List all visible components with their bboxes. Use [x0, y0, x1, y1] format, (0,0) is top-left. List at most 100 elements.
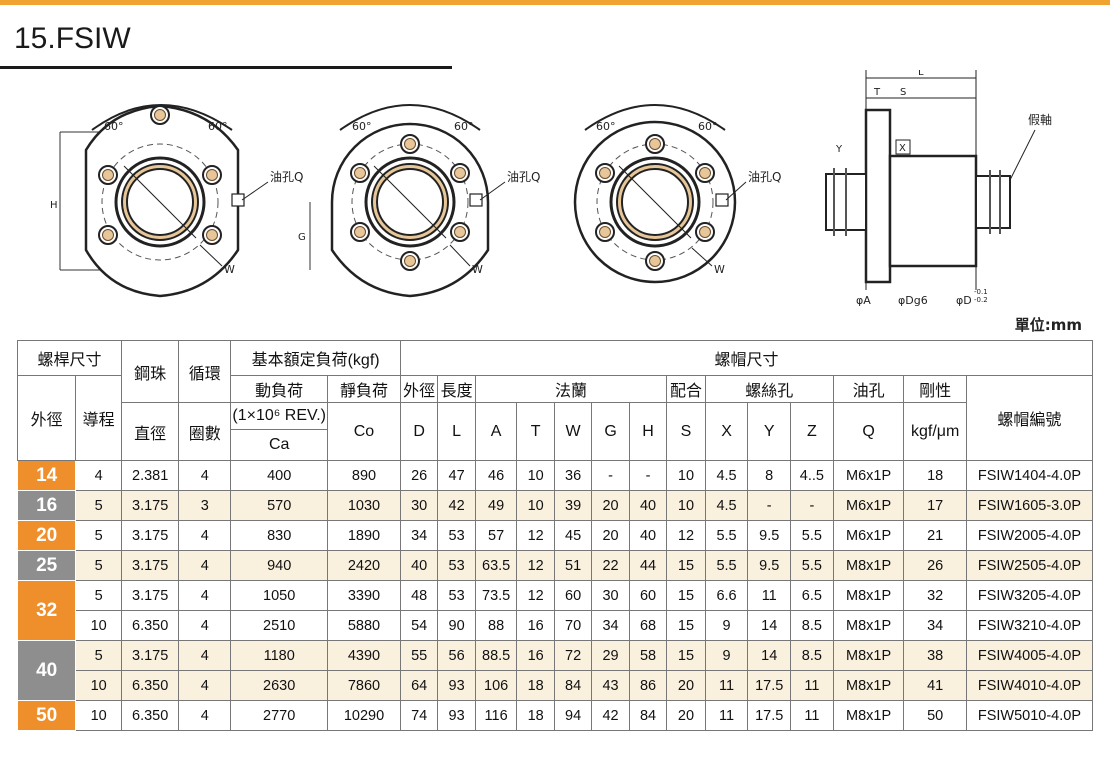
cell-Y: 9.5: [747, 520, 792, 551]
svg-text:G: G: [298, 232, 306, 243]
header-ball-diameter: 鋼珠: [121, 340, 180, 403]
cell-X: 5.5: [704, 550, 749, 581]
cell-D: 64: [399, 670, 439, 701]
cell-T: 12: [516, 520, 555, 551]
cell-co: 2420: [327, 550, 401, 581]
cell-ball: 3.175: [121, 520, 180, 551]
cell-rigidity: 34: [903, 610, 967, 641]
cell-W: 94: [553, 700, 593, 731]
size-cell: 25: [16, 550, 77, 581]
cell-W: 45: [553, 520, 593, 551]
table-row: 40 5 3.175 4 1180 4390 55 56 88.5 16 72 …: [16, 640, 1094, 701]
svg-text:φA: φA: [856, 294, 871, 307]
col-S: S: [666, 402, 706, 461]
cell-G: 20: [591, 520, 630, 551]
header-model: 螺帽編號: [965, 375, 1094, 461]
cell-lead: 5: [75, 580, 123, 611]
cell-L: 53: [437, 580, 476, 611]
svg-text:60°: 60°: [454, 120, 474, 133]
svg-text:假軸: 假軸: [1028, 113, 1052, 127]
cell-circ: 4: [178, 520, 232, 551]
cell-A: 116: [474, 700, 518, 731]
col-D: D: [399, 402, 439, 461]
cell-G: 43: [591, 670, 630, 701]
svg-text:-0.2: -0.2: [974, 296, 988, 304]
cell-circ: 3: [178, 490, 232, 521]
cell-circ: 4: [178, 670, 232, 701]
header-dynamic-load: 動負荷: [230, 375, 329, 403]
cell-Q: M8x1P: [832, 550, 905, 581]
cell-H: 58: [628, 640, 668, 671]
cell-Z: 8.5: [790, 640, 834, 671]
cell-ca: 570: [230, 490, 329, 521]
cell-Y: 14: [747, 610, 792, 641]
cell-A: 49: [474, 490, 518, 521]
header-screw-size: 螺桿尺寸: [16, 340, 123, 376]
cell-H: 86: [628, 670, 668, 701]
cell-Q: M8x1P: [832, 670, 905, 701]
cell-G: 29: [591, 640, 630, 671]
cell-W: 70: [553, 610, 593, 641]
cell-X: 9: [704, 610, 749, 641]
cell-model: FSIW1605-3.0P: [965, 490, 1094, 521]
header-lead: 導程: [75, 375, 123, 461]
cell-co: 1030: [327, 490, 401, 521]
cell-lead: 5: [75, 640, 123, 671]
svg-text:60°: 60°: [596, 120, 616, 133]
col-L: L: [437, 402, 476, 461]
cell-T: 16: [516, 640, 555, 671]
cell-ca: 2630: [230, 670, 329, 701]
cell-X: 11: [704, 670, 749, 701]
cell-co: 890: [327, 460, 401, 491]
cell-ca: 1180: [230, 640, 329, 671]
svg-text:S: S: [900, 87, 906, 98]
size-cell: 20: [16, 520, 77, 551]
cell-Z: 6.5: [790, 580, 834, 611]
header-static-load: 靜負荷: [327, 375, 401, 403]
cell-Q: M8x1P: [832, 700, 905, 731]
cell-D: 40: [399, 550, 439, 581]
table-row: 50 10 6.350 4 2770 10290 74 93 116 18 94…: [16, 700, 1094, 731]
size-cell: 32: [16, 580, 77, 641]
cell-T: 10: [516, 490, 555, 521]
col-Y: Y: [747, 402, 792, 461]
cell-model: FSIW5010-4.0P: [965, 700, 1094, 731]
cell-H: 40: [628, 490, 668, 521]
cell-ball: 3.175: [121, 490, 180, 521]
cell-Z: 4..5: [790, 460, 834, 491]
cell-circ: 4: [178, 580, 232, 611]
cell-H: 60: [628, 580, 668, 611]
svg-text:油孔Q: 油孔Q: [507, 170, 540, 184]
cell-S: 12: [666, 520, 706, 551]
cell-lead: 10: [75, 700, 123, 731]
svg-text:60°: 60°: [352, 120, 372, 133]
col-rigidity-unit: kgf/μm: [903, 402, 967, 461]
cell-co: 10290: [327, 700, 401, 731]
cell-circ: 4: [178, 610, 232, 641]
cell-W: 84: [553, 670, 593, 701]
cell-G: -: [591, 460, 630, 491]
cell-S: 15: [666, 550, 706, 581]
cell-circ: 4: [178, 460, 232, 491]
svg-text:φD: φD: [956, 294, 972, 307]
table-row: 32 5 3.175 4 1050 3390 48 53 73.5 12 60 …: [16, 580, 1094, 641]
cell-ca: 2770: [230, 700, 329, 731]
cell-ball: 6.350: [121, 610, 180, 641]
cell-X: 5.5: [704, 520, 749, 551]
svg-text:W: W: [472, 263, 483, 276]
cell-Q: M8x1P: [832, 640, 905, 671]
cell-G: 30: [591, 580, 630, 611]
technical-drawings: H 油孔Q W 60° 60° G: [50, 70, 1052, 307]
cell-X: 11: [704, 700, 749, 731]
cell-rigidity: 26: [903, 550, 967, 581]
header-nut-size: 螺帽尺寸: [399, 340, 1094, 376]
size-cell: 16: [16, 490, 77, 521]
cell-X: 4.5: [704, 460, 749, 491]
cell-rigidity: 50: [903, 700, 967, 731]
cell-T: 12: [516, 580, 555, 611]
cell-A: 73.5: [474, 580, 518, 611]
cell-rigidity: 18: [903, 460, 967, 491]
cell-S: 15: [666, 610, 706, 641]
page-title: 15.FSIW: [14, 22, 131, 55]
cell-S: 20: [666, 700, 706, 731]
